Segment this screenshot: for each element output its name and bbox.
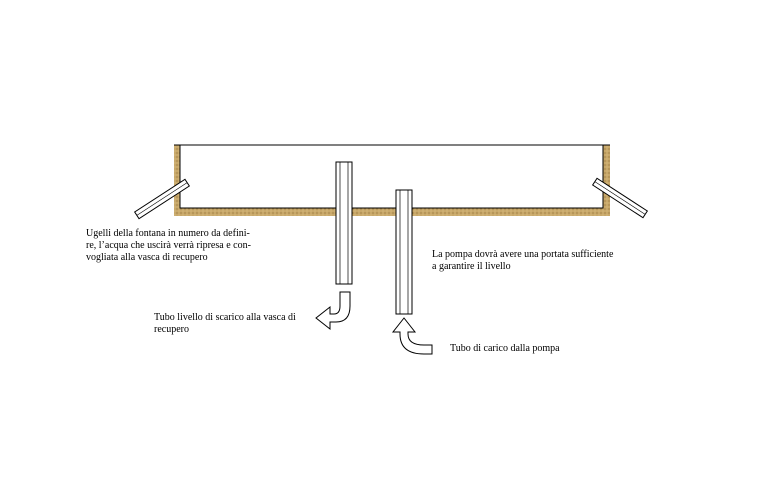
supply-pipe-label-line-1: Tubo di carico dalla pompa [450, 343, 560, 354]
nozzle-left [133, 178, 191, 220]
drain-flow-arrow [315, 291, 351, 331]
pump-capacity-label-line-1: La pompa dovrà avere una portata suffici… [432, 249, 614, 260]
basin-floor [174, 208, 610, 216]
nozzles-label-line-2: re, l’acqua che uscirà verrà ripresa e c… [86, 240, 251, 251]
nozzles-label: Ugelli della fontana in numero da defini… [86, 228, 251, 264]
basin-inner-outline [179, 144, 604, 209]
basin-right-wall [603, 145, 610, 215]
drain-pipe-label-line-1: Tubo livello di scarico alla vasca di [154, 312, 296, 323]
pump-capacity-label-line-2: a garantire il livello [432, 261, 511, 272]
basin-walls [174, 144, 610, 216]
nozzles-label-line-1: Ugelli della fontana in numero da defini… [86, 228, 250, 239]
supply-pipe [395, 189, 413, 315]
drain-pipe [335, 161, 353, 285]
nozzles-label-line-3: vogliata alla vasca di recupero [86, 252, 208, 263]
basin-left-wall [174, 145, 180, 215]
nozzle-right [591, 177, 649, 219]
pump-capacity-label: La pompa dovrà avere una portata suffici… [432, 249, 613, 273]
supply-pipe-label: Tubo di carico dalla pompa [450, 343, 560, 355]
supply-flow-arrow [391, 317, 433, 355]
drain-pipe-label-line-2: recupero [154, 324, 189, 335]
drain-pipe-label: Tubo livello di scarico alla vasca di re… [154, 312, 296, 336]
